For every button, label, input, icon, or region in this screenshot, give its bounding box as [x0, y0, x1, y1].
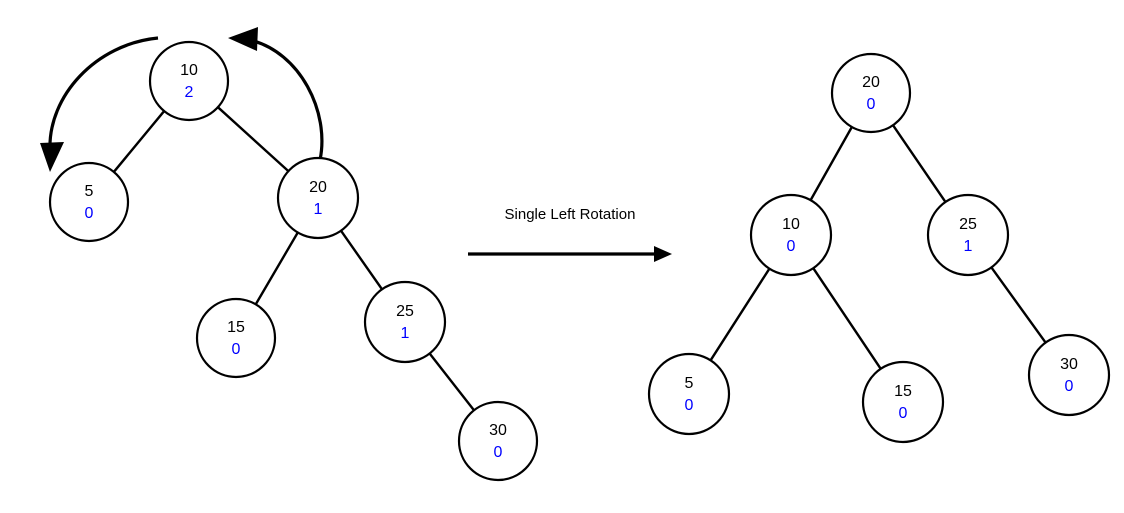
- node-key-label: 5: [85, 183, 94, 200]
- tree-node-after-5[interactable]: 50: [647, 352, 731, 436]
- node-key-label: 20: [862, 74, 880, 91]
- node-balance-factor-label: 1: [314, 201, 323, 218]
- tree-node-before-20[interactable]: 201: [276, 156, 360, 240]
- node-balance-factor-label: 0: [1065, 378, 1074, 395]
- tree-node-before-10[interactable]: 102: [148, 40, 230, 122]
- node-circle: [195, 297, 277, 379]
- rotate-down-left-arc-head-icon: [40, 142, 64, 172]
- node-circle: [148, 40, 230, 122]
- node-balance-factor-label: 1: [401, 325, 410, 342]
- tree-edge-before-10-20: [216, 106, 290, 173]
- node-circle: [363, 280, 447, 364]
- node-circle: [830, 52, 912, 134]
- node-circle: [861, 360, 945, 444]
- node-key-label: 25: [396, 303, 414, 320]
- node-circle: [926, 193, 1010, 277]
- tree-node-after-25[interactable]: 251: [926, 193, 1010, 277]
- node-balance-factor-label: 0: [85, 205, 94, 222]
- node-circle: [749, 193, 833, 277]
- rotation-label: Single Left Rotation: [505, 206, 636, 223]
- tree-node-before-15[interactable]: 150: [195, 297, 277, 379]
- after-tree-edges: [709, 124, 1047, 370]
- node-key-label: 15: [894, 383, 912, 400]
- tree-edge-after-20-25: [891, 124, 947, 204]
- before-rotation-arcs: [40, 27, 324, 172]
- tree-edge-after-10-5: [709, 267, 771, 362]
- node-balance-factor-label: 0: [685, 397, 694, 414]
- node-key-label: 10: [782, 216, 800, 233]
- node-key-label: 25: [959, 216, 977, 233]
- node-balance-factor-label: 0: [899, 405, 908, 422]
- tree-node-after-15[interactable]: 150: [861, 360, 945, 444]
- node-key-label: 15: [227, 319, 245, 336]
- node-key-label: 10: [180, 62, 198, 79]
- rotate-up-left-arc: [249, 38, 324, 161]
- node-circle: [48, 161, 130, 243]
- tree-edge-before-20-15: [254, 231, 299, 306]
- node-balance-factor-label: 0: [787, 238, 796, 255]
- node-balance-factor-label: 1: [964, 238, 973, 255]
- node-balance-factor-label: 0: [232, 341, 241, 358]
- tree-edge-after-25-30: [990, 266, 1047, 344]
- node-circle: [276, 156, 360, 240]
- tree-edge-after-20-10: [809, 125, 854, 202]
- tree-edge-before-10-5: [112, 109, 166, 174]
- tree-node-after-30[interactable]: 300: [1027, 333, 1111, 417]
- tree-node-before-5[interactable]: 50: [48, 161, 130, 243]
- node-key-label: 20: [309, 179, 327, 196]
- tree-edge-before-20-25: [339, 229, 384, 291]
- tree-node-after-20[interactable]: 200: [830, 52, 912, 134]
- tree-node-before-25[interactable]: 251: [363, 280, 447, 364]
- node-circle: [457, 400, 539, 482]
- node-key-label: 30: [1060, 356, 1078, 373]
- node-circle: [647, 352, 731, 436]
- tree-edge-after-10-15: [812, 267, 882, 370]
- before-tree-edges: [112, 106, 476, 412]
- tree-node-after-10[interactable]: 100: [749, 193, 833, 277]
- tree-node-before-30[interactable]: 300: [457, 400, 539, 482]
- node-balance-factor-label: 0: [867, 96, 876, 113]
- node-key-label: 5: [685, 375, 694, 392]
- rotate-down-left-arc: [48, 36, 159, 151]
- node-balance-factor-label: 0: [494, 444, 503, 461]
- node-circle: [1027, 333, 1111, 417]
- node-balance-factor-label: 2: [185, 84, 194, 101]
- rotation-arrow-head-icon: [654, 246, 672, 262]
- node-key-label: 30: [489, 422, 507, 439]
- rotation-operation-group: Single Left Rotation: [468, 206, 672, 262]
- rotate-up-left-arc-head-icon: [228, 27, 258, 51]
- tree-edge-before-25-30: [428, 352, 476, 412]
